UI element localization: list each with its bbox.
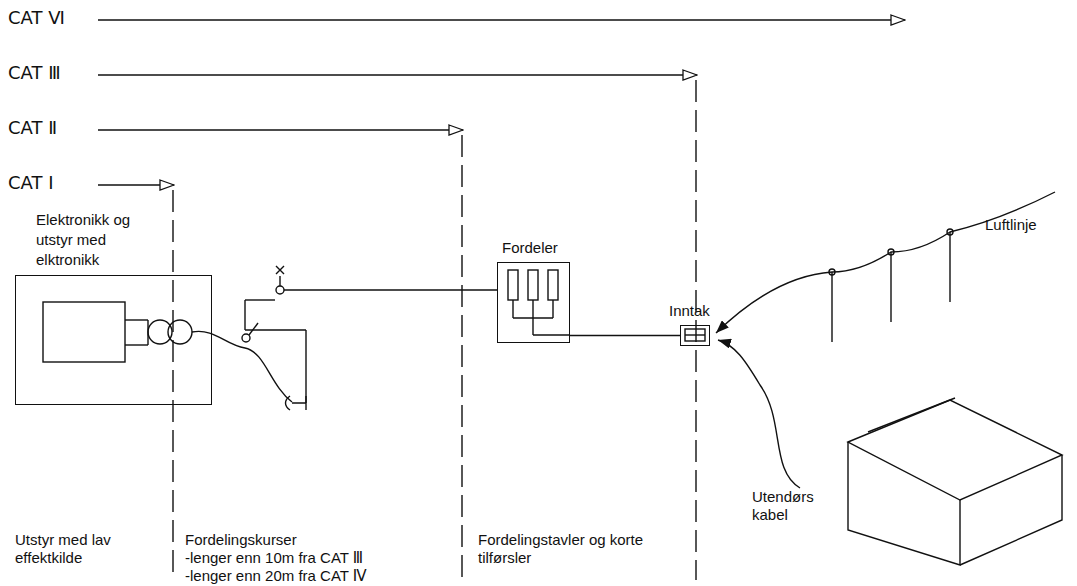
utility-poles xyxy=(829,229,953,342)
annotation: Utstyr med lav effektkilde xyxy=(15,531,125,567)
plug-symbol xyxy=(286,396,307,410)
box-heading: Inntak xyxy=(669,302,710,320)
lamp-symbol xyxy=(276,266,284,274)
category-label: CAT Ⅲ xyxy=(8,64,61,82)
range-arrow xyxy=(98,74,697,75)
box-heading: Elektronikk og utstyr med elktronikk xyxy=(36,210,146,270)
boundary-lines xyxy=(173,80,696,580)
electronics-unit xyxy=(43,302,125,362)
supply-line xyxy=(570,335,680,336)
category-label: CAT Ⅰ xyxy=(8,174,54,192)
power-cable xyxy=(192,331,292,402)
annotation: -lenger enn 10m fra CAT Ⅲ xyxy=(185,549,363,567)
component-box: Inntak xyxy=(680,325,710,346)
overhead-line xyxy=(832,192,1055,272)
annotation: -lenger enn 20m fra CAT Ⅳ xyxy=(185,567,367,585)
annotation: Luftlinje xyxy=(985,216,1037,234)
category-label: CAT Ⅱ xyxy=(8,119,57,137)
service-fuse xyxy=(685,329,705,341)
category-label: CAT Ⅵ xyxy=(8,9,65,27)
component-box: Fordeler xyxy=(497,262,570,343)
range-arrow xyxy=(98,184,174,185)
fuse-symbol xyxy=(508,270,518,300)
switch-symbol xyxy=(276,286,284,294)
house-drawing xyxy=(848,398,1062,565)
box-heading: Fordeler xyxy=(502,239,558,257)
annotation: Fordelingskurser xyxy=(185,531,297,549)
feed-arrow xyxy=(716,272,832,333)
range-arrow xyxy=(98,19,905,20)
component-box: Elektronikk og utstyr med elktronikk xyxy=(15,275,212,405)
range-arrow xyxy=(98,129,463,130)
cable-arrow xyxy=(718,340,800,488)
annotation: Utendørs kabel xyxy=(752,488,822,524)
annotation: Fordelingstavler og korte tilførsler xyxy=(478,531,658,567)
